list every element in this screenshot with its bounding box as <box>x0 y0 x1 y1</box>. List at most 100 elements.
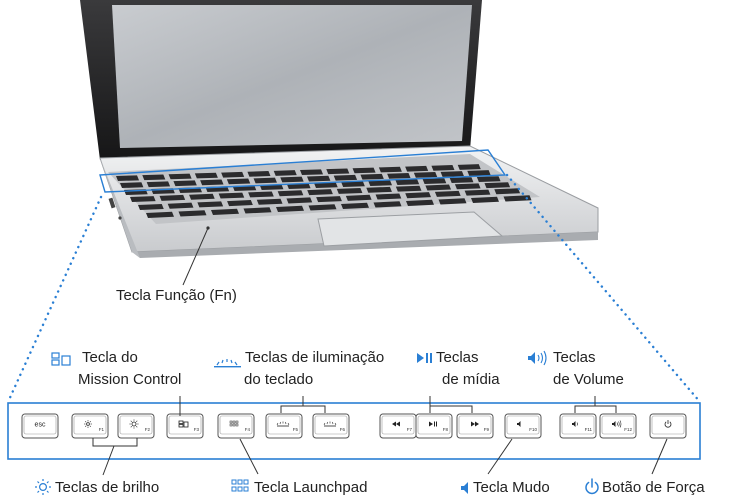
keyboard-key <box>406 199 434 206</box>
key-icon-rewind <box>392 421 400 427</box>
keyboard-key <box>431 165 455 171</box>
brightness-label: Teclas de brilho <box>55 479 160 496</box>
keyboard-key <box>405 165 429 172</box>
keyboard-key <box>253 177 277 184</box>
key-f7: F7 <box>379 413 417 439</box>
function-row-highlight <box>99 149 507 193</box>
keyboard-key <box>197 201 224 208</box>
keyboard-key <box>316 196 342 203</box>
keyboard-key <box>307 189 333 196</box>
keyboard-key <box>116 175 140 181</box>
launchpad-leader <box>239 438 259 475</box>
keyboard-key <box>189 193 215 200</box>
laptop-screen <box>112 5 472 148</box>
keyboard-key <box>218 192 245 199</box>
key-f3: F3 <box>166 413 204 439</box>
key-esc: esc <box>21 413 59 439</box>
keyboard-key <box>227 200 253 207</box>
keyboard-key <box>352 167 376 174</box>
power-label: Botão de Força <box>602 479 705 496</box>
mission-control-label-line2: Mission Control <box>78 371 182 388</box>
keyboard-key <box>336 188 363 194</box>
key-power <box>649 413 687 439</box>
keyboard-key <box>341 181 365 187</box>
key-fn-label-f5: F5 <box>293 427 299 432</box>
keyboard-key <box>138 203 164 210</box>
media-label-line1: Teclas <box>436 349 479 366</box>
keyboard-key <box>467 170 491 176</box>
key-icon-illum <box>276 421 290 427</box>
key-fn-label-f9: F9 <box>484 427 490 432</box>
keyboard-key <box>395 185 422 192</box>
callout-dotted-right <box>505 173 702 404</box>
media-bracket <box>429 405 473 413</box>
play-pause-icon <box>417 353 432 363</box>
keyboard-key <box>146 181 171 188</box>
keyboard-key <box>286 197 313 204</box>
keyboard-key <box>167 202 194 209</box>
keyboard-key <box>484 182 511 189</box>
key-icon-playpause <box>429 421 437 427</box>
brightness-leader <box>102 445 115 476</box>
mute-leader <box>487 438 513 475</box>
keyboard-key <box>247 171 271 177</box>
keyboard-key <box>373 201 402 208</box>
key-f12: F12 <box>599 413 637 439</box>
keyboard-key <box>375 193 402 200</box>
keyboard-key <box>449 177 474 183</box>
mission-control-label-line1: Tecla do <box>82 349 138 366</box>
keyboard-key <box>256 198 283 205</box>
illumination-label-line2: do teclado <box>244 371 314 388</box>
keyboard-key <box>200 179 224 186</box>
keyboard-key <box>307 175 331 182</box>
trackpad <box>317 211 504 247</box>
keyboard-key <box>438 198 467 205</box>
keyboard-key <box>159 194 186 201</box>
keyboard-key <box>120 182 144 188</box>
headphone-port <box>118 216 122 220</box>
launchpad-grid-icon <box>231 479 249 492</box>
keyboard-key <box>341 202 369 209</box>
keyboard-key <box>146 211 174 218</box>
power-leader <box>651 438 668 475</box>
mute-label: Tecla Mudo <box>473 479 550 496</box>
key-f2: F2 <box>117 413 155 439</box>
keyboard-key <box>226 178 251 185</box>
keyboard-key <box>368 180 392 186</box>
brightness-bracket <box>92 438 138 447</box>
keyboard-key <box>168 173 192 180</box>
key-icon-mute <box>517 421 521 427</box>
keyboard-key <box>280 176 304 183</box>
keyboard-key <box>387 172 411 179</box>
laptop-illustration <box>80 0 599 258</box>
keyboard-key <box>454 183 481 190</box>
keyboard-key <box>211 208 239 215</box>
brightness-sun-icon <box>35 479 51 495</box>
key-fn-label-f4: F4 <box>245 427 251 432</box>
keyboard-key <box>413 172 438 178</box>
key-f8: F8 <box>415 413 453 439</box>
keyboard-key <box>345 194 372 201</box>
keyboard-key <box>276 205 304 212</box>
key-fn-label-f2: F2 <box>145 427 151 432</box>
key-label-esc: esc <box>35 422 46 429</box>
key-fn-label-f8: F8 <box>443 427 449 432</box>
key-fn-label-f12: F12 <box>624 427 632 432</box>
key-icon-power <box>664 420 672 428</box>
keyboard-key <box>476 176 501 182</box>
launchpad-label: Tecla Launchpad <box>254 479 368 496</box>
speaker-mute-icon <box>461 482 468 494</box>
keyboard-key <box>277 190 304 197</box>
keyboard-key <box>425 184 452 191</box>
key-icon-illum <box>323 421 337 427</box>
speaker-volume-icon <box>528 350 547 366</box>
keyboard-key <box>360 173 384 180</box>
usb-port <box>108 197 116 209</box>
keyboard-keys <box>116 164 532 218</box>
key-fn-label-f3: F3 <box>194 427 200 432</box>
keyboard-key <box>130 196 156 202</box>
key-icon-grid <box>229 420 239 427</box>
keyboard-key <box>221 171 245 178</box>
